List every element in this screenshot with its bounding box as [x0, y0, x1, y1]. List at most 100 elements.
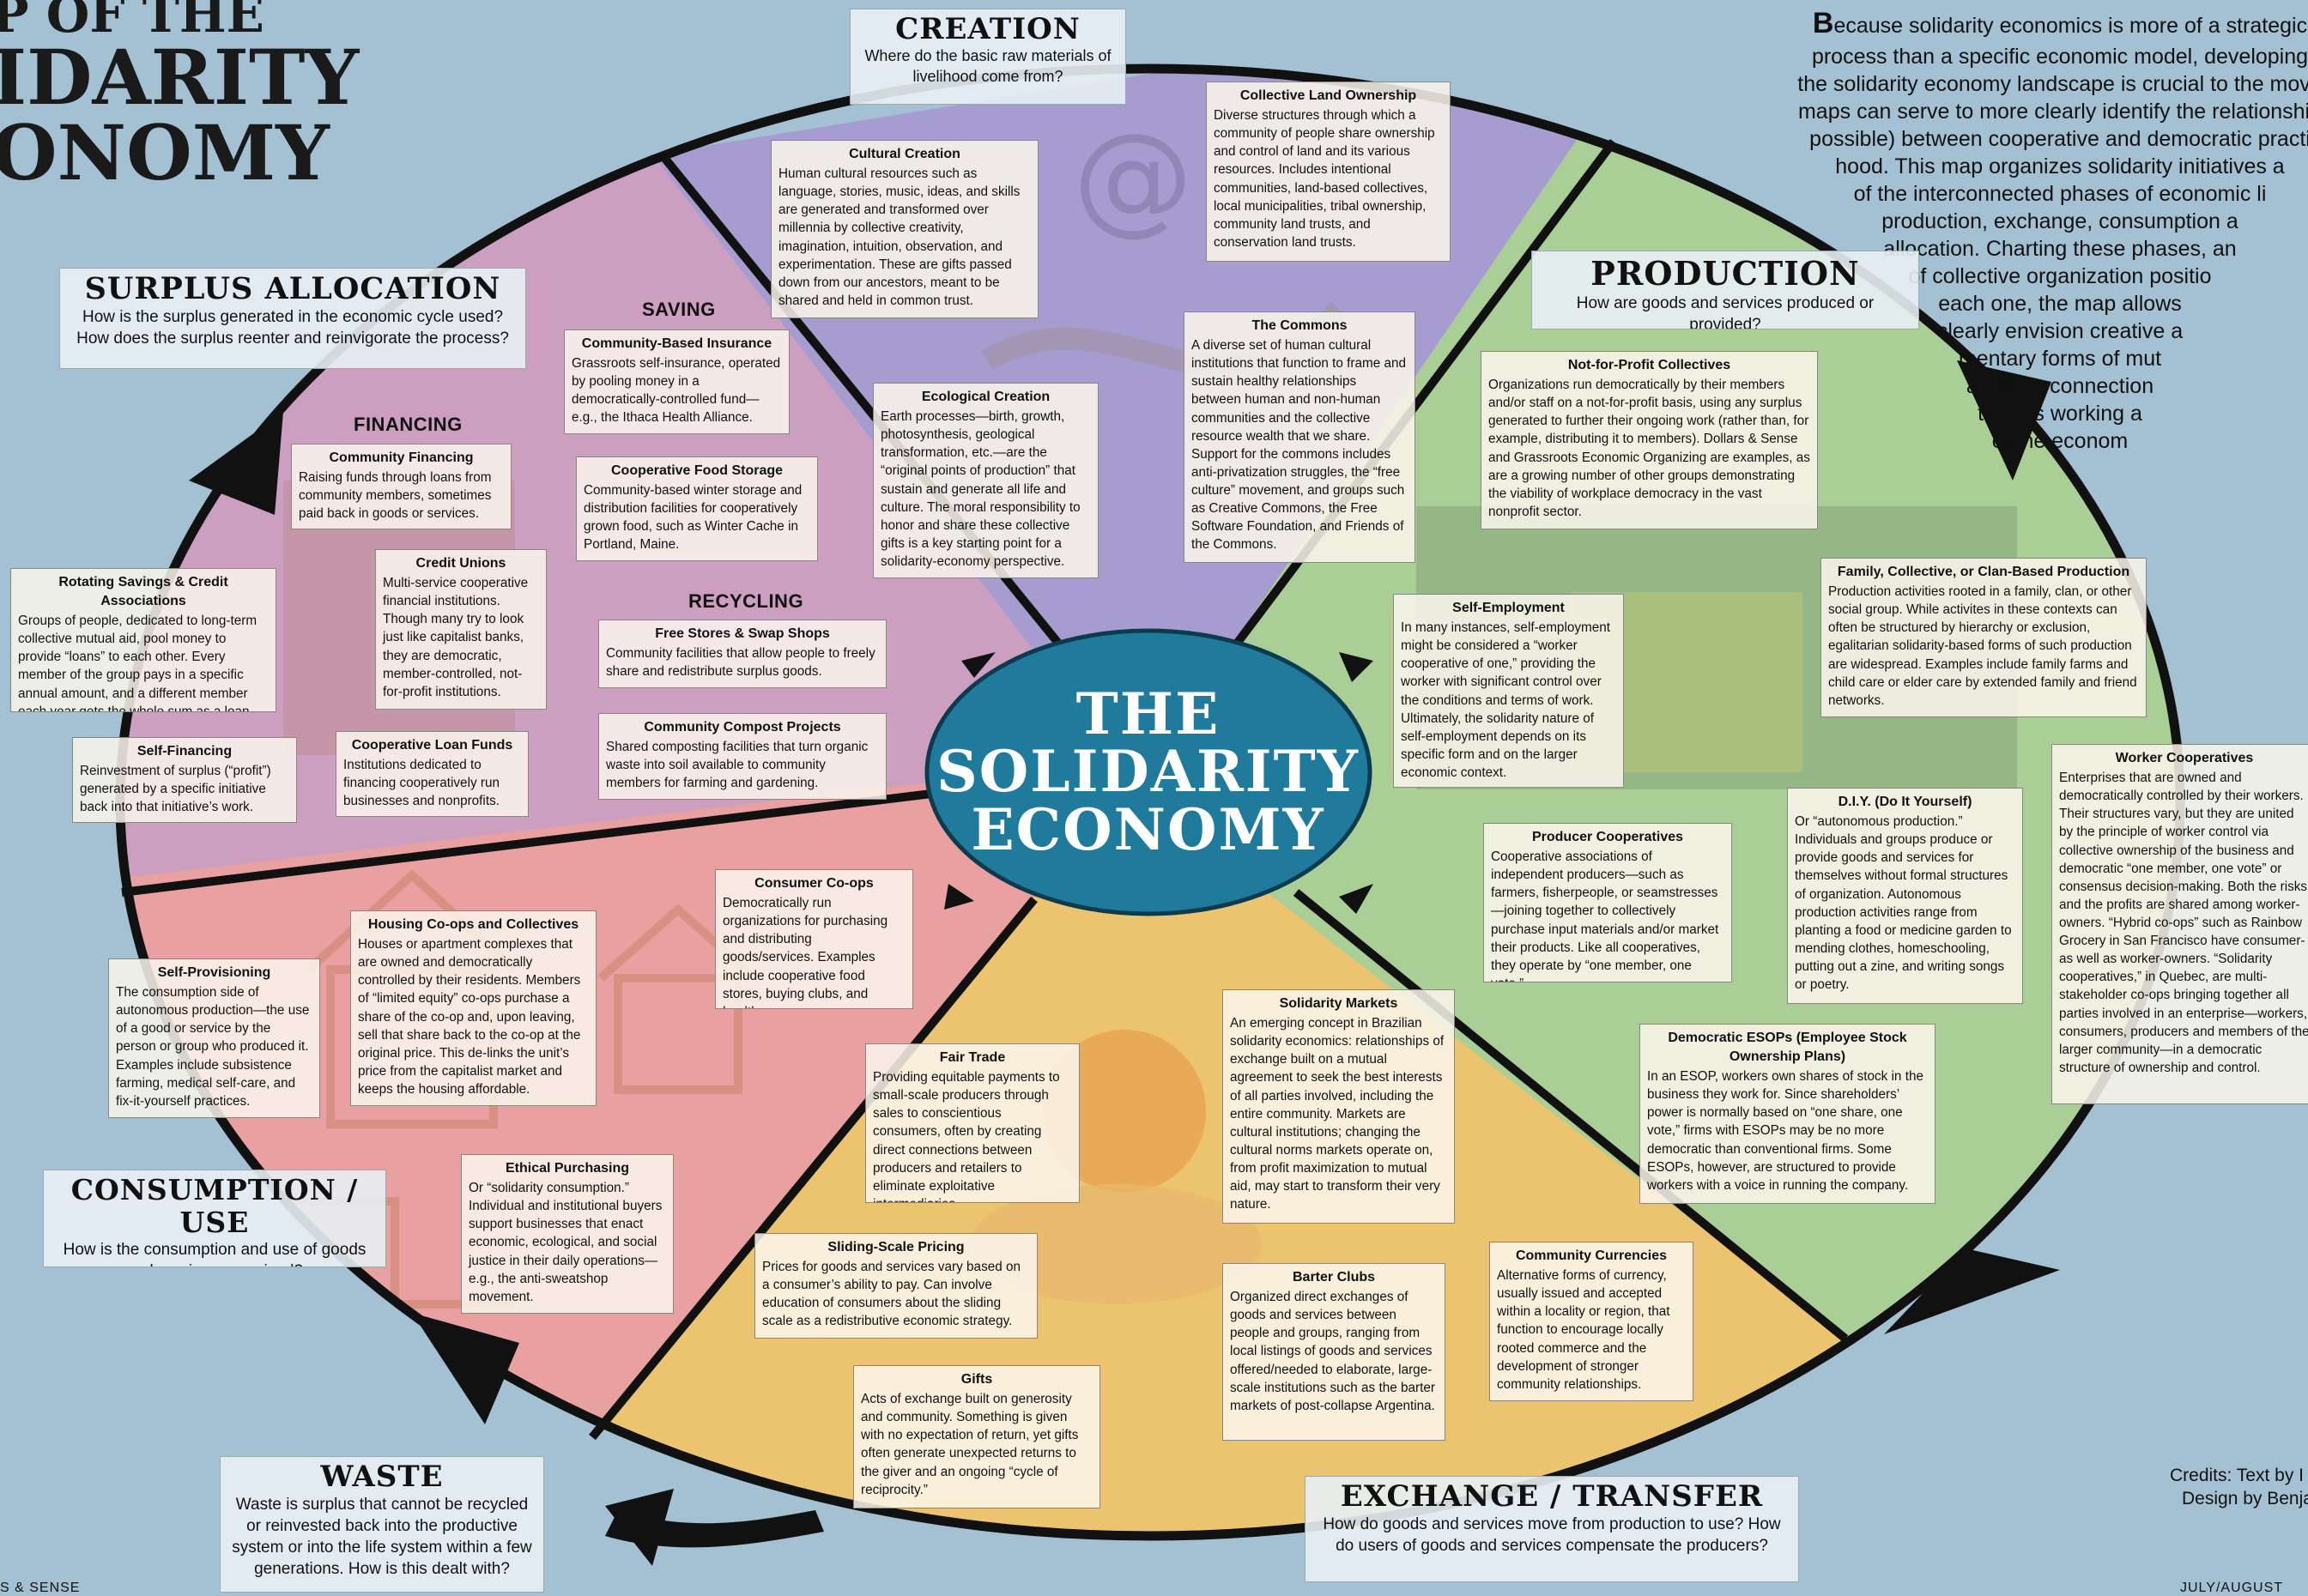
card-ecological-creation: Ecological Creation Earth processes—birt…	[873, 383, 1099, 578]
card-credit-unions: Credit Unions Multi-service cooperative …	[375, 549, 547, 710]
intro-line: hood. This map organizes solidarity init…	[1835, 154, 2285, 178]
card-body: Organized direct exchanges of goods and …	[1230, 1290, 1435, 1413]
section-recycling: RECYCLING	[688, 590, 804, 612]
card-title: Producer Cooperatives	[1531, 830, 1684, 844]
card-title: Credit Unions	[415, 556, 506, 571]
card-diy: D.I.Y. (Do It Yourself) Or “autonomous p…	[1787, 788, 2023, 1004]
card-body: Alternative forms of currency, usually i…	[1497, 1268, 1670, 1392]
arrow-consumption	[412, 1313, 519, 1424]
card-title: Cooperative Food Storage	[610, 463, 784, 478]
card-compost: Community Compost Projects Shared compos…	[598, 713, 887, 800]
card-body: Shared composting facilities that turn o…	[606, 740, 869, 791]
card-title: Cultural Creation	[849, 147, 960, 161]
card-body: Raising funds through loans from communi…	[299, 470, 492, 522]
intro-line: and interconnection	[1966, 373, 2154, 398]
intro-line: process than a specific economic model, …	[1811, 44, 2308, 69]
intro-dropcap: B	[1812, 7, 1834, 39]
card-community-insurance: Community-Based Insurance Grassroots sel…	[564, 329, 790, 434]
card-title: Fair Trade	[939, 1050, 1006, 1065]
intro-line: of collective organization positio	[1908, 263, 2212, 288]
center-line-1: THE	[1075, 680, 1221, 748]
card-body: Community facilities that allow people t…	[606, 646, 875, 680]
center-line-2: SOLIDARITY	[936, 738, 1360, 806]
header-title: PRODUCTION	[1590, 254, 1860, 293]
credits: Credits: Text by I Design by Benja	[2170, 1464, 2308, 1511]
arrow-production	[1957, 360, 2051, 481]
card-barter: Barter Clubs Organized direct exchanges …	[1222, 1263, 1445, 1441]
card-title: Ecological Creation	[921, 390, 1051, 404]
card-rosca: Rotating Savings & Credit Associations G…	[10, 568, 276, 712]
intro-line: production, exchange, consumption a	[1881, 209, 2238, 233]
card-solidarity-markets: Solidarity Markets An emerging concept i…	[1222, 989, 1455, 1224]
intro-paragraph: Because solidarity economics is more of …	[1785, 5, 2308, 455]
header-question: Where do the basic raw materials of live…	[864, 47, 1112, 85]
card-body: Community-based winter storage and distr…	[584, 483, 803, 553]
card-cultural-creation: Cultural Creation Human cultural resourc…	[771, 140, 1039, 318]
intro-line: clearly envision creative a	[1936, 318, 2184, 343]
credits-line-1: Credits: Text by I	[2170, 1466, 2305, 1485]
card-title: Cooperative Loan Funds	[351, 738, 513, 753]
card-body: Multi-service cooperative financial inst…	[383, 576, 529, 699]
section-saving: SAVING	[642, 299, 716, 320]
cycle-arrows	[189, 360, 2060, 1566]
card-commons: The Commons A diverse set of human cultu…	[1184, 311, 1415, 563]
card-title: Worker Cooperatives	[2115, 751, 2254, 765]
header-consumption: CONSUMPTION / USE How is the consumption…	[43, 1170, 386, 1267]
card-ethical-purchasing: Ethical Purchasing Or “solidarity consum…	[461, 1154, 674, 1314]
card-title: Free Stores & Swap Shops	[655, 626, 830, 641]
card-loan-funds: Cooperative Loan Funds Institutions dedi…	[336, 731, 529, 817]
arrow-exchange	[1884, 1248, 2060, 1334]
card-body: Institutions dedicated to financing coop…	[343, 758, 500, 809]
card-body: Or “autonomous production.” Individuals …	[1795, 814, 2012, 993]
card-self-financing: Self-Financing Reinvestment of surplus (…	[72, 737, 297, 823]
card-self-employment: Self-Employment In many instances, self-…	[1393, 594, 1624, 788]
center-line-3: ECONOMY	[971, 795, 1325, 863]
card-food-storage: Cooperative Food Storage Community-based…	[576, 456, 818, 561]
card-title: Sliding-Scale Pricing	[827, 1240, 965, 1254]
footer-right: JULY/AUGUST	[2180, 1581, 2284, 1595]
card-body: Providing equitable payments to small-sc…	[873, 1070, 1060, 1202]
at-symbol-graphic: @	[1073, 108, 1193, 248]
card-body: Or “solidarity consumption.” Individual …	[469, 1181, 663, 1304]
card-body: Human cultural resources such as languag…	[778, 166, 1021, 308]
hands-photo	[970, 1184, 1262, 1304]
arrow-waste	[605, 1489, 674, 1566]
intro-line: of the interconnected phases of economic…	[1853, 181, 2267, 206]
card-body: Enterprises that are owned and democrati…	[2059, 771, 2308, 1075]
card-title: D.I.Y. (Do It Yourself)	[1838, 795, 1972, 809]
header-creation: CREATION Where do the basic raw material…	[850, 9, 1126, 105]
card-not-for-profit: Not-for-Profit Collectives Organizations…	[1481, 351, 1818, 529]
card-title: Family, Collective, or Clan-Based Produc…	[1837, 565, 2130, 579]
card-title: Gifts	[960, 1372, 993, 1387]
card-body: Democratically run organizations for pur…	[723, 896, 888, 1008]
card-title: Community Financing	[329, 450, 474, 465]
card-title: Self-Employment	[1452, 601, 1565, 615]
card-title: Solidarity Markets	[1279, 996, 1398, 1011]
card-body: Prices for goods and services vary based…	[762, 1260, 1021, 1329]
card-fair-trade: Fair Trade Providing equitable payments …	[865, 1043, 1080, 1203]
intro-line: maps can serve to more clearly identify …	[1797, 99, 2308, 124]
center-ellipse	[924, 628, 1372, 916]
card-body: In an ESOP, workers own shares of stock …	[1647, 1069, 1923, 1193]
card-title: Community Compost Projects	[644, 720, 841, 735]
card-title: Rotating Savings & Credit Associations	[58, 575, 228, 609]
header-title: SURPLUS ALLOCATION	[84, 271, 501, 306]
card-title: Democratic ESOPs (Employee Stock Ownersh…	[1668, 1031, 1907, 1065]
card-sliding-scale: Sliding-Scale Pricing Prices for goods a…	[754, 1233, 1038, 1339]
center-arrows	[944, 652, 1373, 914]
header-production: PRODUCTION How are goods and services pr…	[1531, 251, 1919, 329]
card-collective-land: Collective Land Ownership Diverse struct…	[1206, 82, 1451, 262]
card-body: Reinvestment of surplus (“profit”) gener…	[80, 764, 271, 815]
card-self-provisioning: Self-Provisioning The consumption side o…	[108, 958, 320, 1118]
card-body: Acts of exchange built on generosity and…	[861, 1392, 1079, 1497]
card-title: Community-Based Insurance	[581, 336, 772, 351]
footer-left: S & SENSE	[0, 1581, 81, 1595]
card-body: Grassroots self-insurance, operated by p…	[572, 356, 781, 426]
card-free-stores: Free Stores & Swap Shops Community facil…	[598, 620, 887, 688]
card-family-production: Family, Collective, or Clan-Based Produc…	[1820, 558, 2147, 717]
card-worker-coops: Worker Cooperatives Enterprises that are…	[2051, 744, 2308, 1104]
intro-line: mentary forms of mut	[1958, 346, 2162, 371]
card-title: Self-Provisioning	[157, 965, 271, 980]
header-title: CREATION	[895, 12, 1081, 46]
card-title: Housing Co-ops and Collectives	[367, 917, 579, 932]
